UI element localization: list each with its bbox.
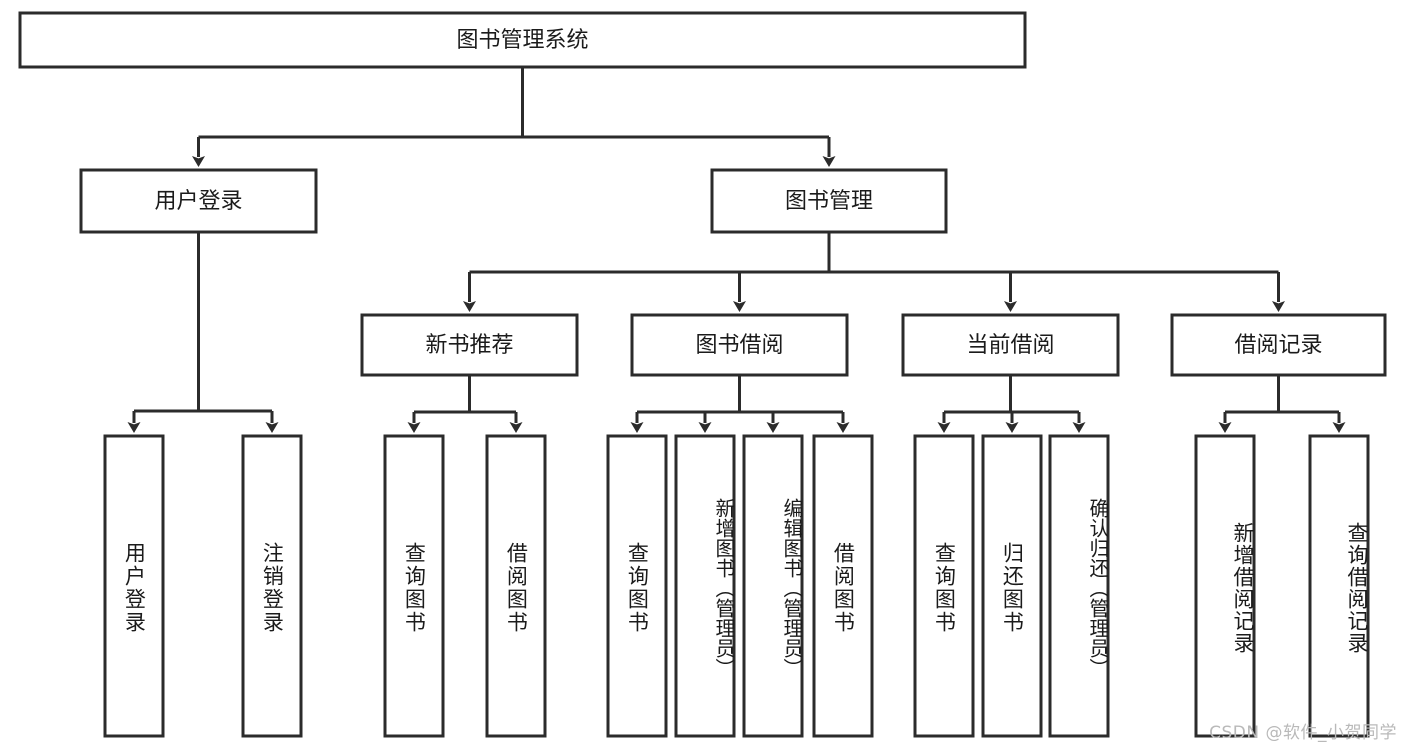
leaf-node-12[interactable] — [1308, 434, 1370, 738]
level3-node-0[interactable]: 新书推荐 — [360, 313, 579, 377]
connector-layer — [127, 67, 1346, 433]
leaf-node-7[interactable] — [812, 434, 874, 738]
leaf-node-2[interactable] — [383, 434, 445, 738]
leaf-node-3[interactable] — [485, 434, 547, 738]
level2-node-0[interactable]: 用户登录 — [79, 168, 318, 234]
level3-node-label: 借阅记录 — [1234, 333, 1322, 358]
level3-node-2[interactable]: 当前借阅 — [901, 313, 1120, 377]
root-node-0[interactable]: 图书管理系统 — [18, 11, 1027, 69]
leaf-node-8[interactable] — [913, 434, 975, 738]
leaf-node-0[interactable] — [103, 434, 165, 738]
leaf-node-6[interactable] — [742, 434, 804, 738]
leaf-node-5[interactable] — [674, 434, 736, 738]
leaf-node-9[interactable] — [981, 434, 1043, 738]
level2-node-1[interactable]: 图书管理 — [710, 168, 948, 234]
leaf-node-11[interactable] — [1194, 434, 1256, 738]
leaf-node-1[interactable] — [241, 434, 303, 738]
leaf-node-10[interactable] — [1048, 434, 1110, 738]
watermark-text: CSDN @软件_小贺同学 — [1209, 723, 1397, 743]
level2-node-label: 用户登录 — [154, 189, 242, 214]
root-node-label: 图书管理系统 — [456, 28, 588, 53]
leaf-node-4[interactable] — [606, 434, 668, 738]
level3-node-1[interactable]: 图书借阅 — [630, 313, 849, 377]
level3-node-label: 新书推荐 — [425, 333, 513, 358]
level3-node-label: 图书借阅 — [695, 333, 783, 358]
level3-node-3[interactable]: 借阅记录 — [1170, 313, 1387, 377]
level3-node-label: 当前借阅 — [966, 333, 1054, 358]
level2-node-label: 图书管理 — [785, 189, 873, 214]
